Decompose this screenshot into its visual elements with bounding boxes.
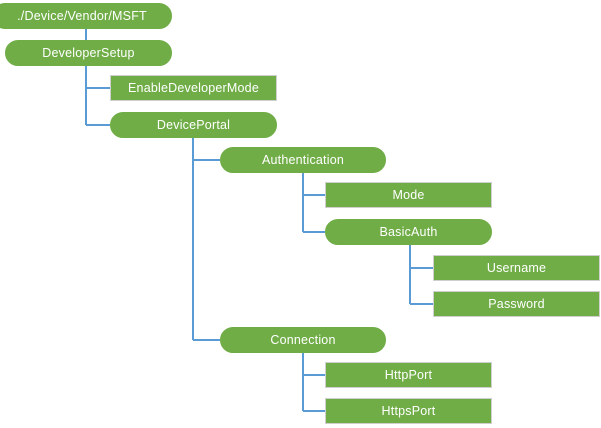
node-deviceportal-label: DevicePortal (156, 117, 231, 132)
node-enabledevelopermode[interactable]: EnableDeveloperMode (110, 75, 277, 101)
node-username-label: Username (486, 260, 547, 275)
node-basicauth-label: BasicAuth (379, 224, 438, 239)
node-root-label: ./Device/Vendor/MSFT (17, 8, 147, 23)
node-password-label: Password (488, 296, 545, 311)
node-basicauth[interactable]: BasicAuth (325, 219, 492, 245)
node-httpsport[interactable]: HttpsPort (325, 398, 492, 424)
node-developersetup[interactable]: DeveloperSetup (5, 40, 172, 66)
node-enabledevelopermode-label: EnableDeveloperMode (128, 80, 259, 95)
node-httpport-label: HttpPort (384, 367, 433, 382)
node-mode[interactable]: Mode (325, 182, 492, 208)
node-mode-label: Mode (392, 187, 425, 202)
node-authentication[interactable]: Authentication (220, 147, 386, 173)
node-password[interactable]: Password (433, 291, 600, 317)
node-root[interactable]: ./Device/Vendor/MSFT (0, 3, 172, 29)
node-httpsport-label: HttpsPort (381, 403, 436, 418)
node-authentication-label: Authentication (261, 152, 345, 167)
node-username[interactable]: Username (433, 255, 600, 281)
node-httpport[interactable]: HttpPort (325, 362, 492, 388)
node-connection-label: Connection (270, 332, 336, 347)
node-developersetup-label: DeveloperSetup (42, 45, 135, 60)
node-deviceportal[interactable]: DevicePortal (110, 112, 277, 138)
node-connection[interactable]: Connection (220, 327, 386, 353)
